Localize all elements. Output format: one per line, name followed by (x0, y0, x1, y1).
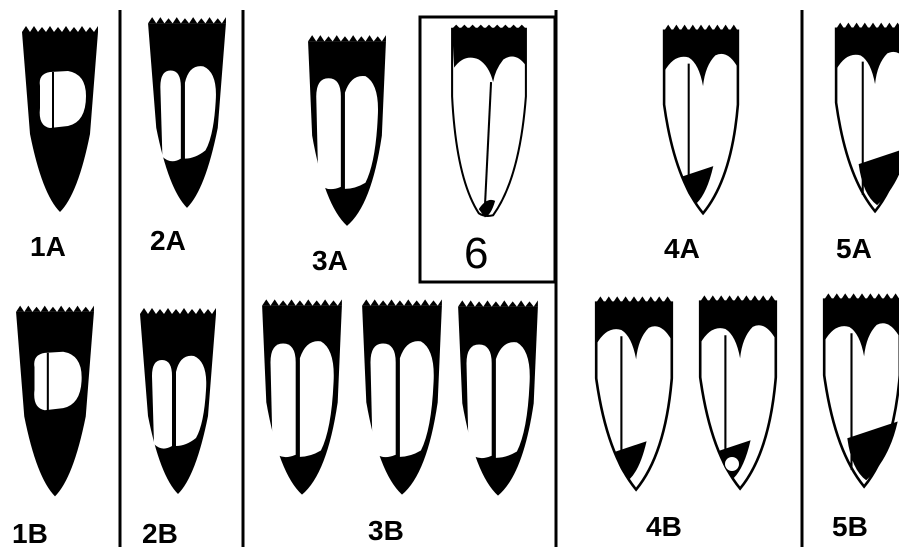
feather-3B-3 (458, 300, 538, 495)
label-2A: 2A (150, 225, 186, 256)
label-5B: 5B (832, 511, 868, 542)
feather-4A (664, 25, 738, 214)
label-4A: 4A (664, 233, 700, 264)
feather-3B-2 (362, 299, 442, 494)
feather-5A (836, 23, 899, 212)
feather-3B-1 (262, 299, 342, 494)
label-1A: 1A (30, 231, 66, 262)
feather-4B-1 (596, 296, 672, 489)
feather-4B-2 (700, 295, 776, 488)
feather-5B (824, 293, 899, 486)
feather-3A (308, 35, 386, 226)
feather-1A (22, 26, 98, 212)
label-2B: 2B (142, 518, 178, 547)
label-5A: 5A (836, 233, 872, 264)
label-4B: 4B (646, 511, 682, 542)
feather-2A (148, 17, 226, 208)
label-6: 6 (464, 229, 488, 278)
feather-6 (452, 25, 526, 218)
feather-2B (140, 308, 216, 494)
label-1B: 1B (12, 518, 48, 547)
feather-1B (16, 306, 94, 497)
label-3B: 3B (368, 515, 404, 546)
label-3A: 3A (312, 245, 348, 276)
feather-4B-2-spot (725, 457, 739, 471)
